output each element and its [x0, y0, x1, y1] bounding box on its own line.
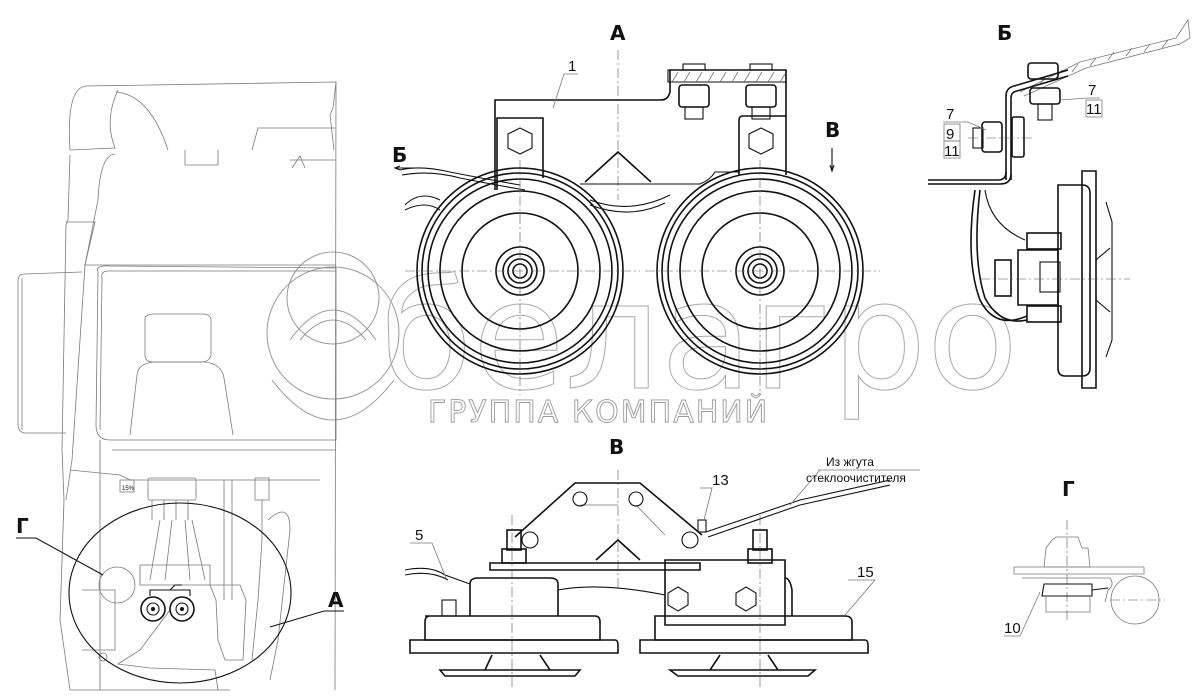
view-a-title: А [610, 21, 626, 45]
connector-block [147, 477, 197, 501]
cab-marking: 15% [122, 486, 135, 492]
view-b-arrow-icon [393, 165, 420, 171]
view-b-title: Б [997, 21, 1012, 45]
nut-icon [1029, 87, 1061, 105]
horn-right [645, 160, 880, 395]
horn-bottom-left [409, 577, 619, 677]
callout-11: 11 [944, 143, 960, 160]
detail-g-circle [98, 566, 136, 604]
horn-bottom-right [639, 577, 869, 677]
callout-9: 9 [946, 126, 954, 143]
horn-side [980, 170, 1130, 389]
horn-pair-small-icon [140, 584, 195, 622]
view-g-title: Г [1062, 477, 1075, 501]
hex-nut-icon [735, 586, 757, 612]
cab-overview: 15% Г А [16, 81, 344, 691]
horn-left [405, 160, 640, 395]
leader-g [16, 537, 104, 576]
bolt-icon [745, 63, 777, 120]
harness-note-line2: стеклоочистителя [806, 471, 906, 485]
marker-b-label: Б [392, 143, 407, 167]
marker-a-label: А [328, 588, 344, 612]
callout-10: 10 [1004, 620, 1021, 637]
marker-g-label: Г [16, 514, 29, 538]
view-b: Б 7 [928, 18, 1191, 389]
detail-a-ellipse [68, 502, 292, 684]
callout-5: 5 [415, 527, 423, 544]
watermark-logo-icon [266, 251, 400, 421]
watermark-tagline: ГРУППА КОМПАНИЙ [428, 394, 769, 430]
bolt-icon [678, 63, 710, 120]
leader-a [269, 610, 344, 628]
nut-icon [1027, 62, 1059, 80]
harness-note-line1: Из жгута [826, 455, 874, 469]
callout-13: 13 [712, 472, 729, 489]
callout-7b: 7 [1088, 82, 1096, 99]
nut-icon [981, 121, 1003, 153]
callout-11b: 11 [1086, 101, 1102, 118]
callout-1: 1 [568, 58, 576, 75]
watermark: белагро ГРУППА КОМПАНИЙ [266, 250, 1019, 430]
hex-nut-icon [667, 586, 689, 612]
callout-frame [943, 140, 961, 159]
marker-v-label: В [825, 118, 840, 142]
view-v: В [404, 435, 920, 690]
callout-7: 7 [946, 106, 954, 123]
view-v-arrow-icon [829, 148, 835, 173]
watermark-brand: белагро [380, 250, 1018, 424]
hex-nut-icon [507, 127, 533, 155]
callout-frame [1085, 99, 1103, 118]
hex-nut-icon [748, 127, 774, 155]
view-a: А [392, 21, 880, 395]
view-g: Г 10 [1004, 477, 1165, 637]
callout-15: 15 [857, 564, 874, 581]
view-v-title: В [609, 435, 624, 459]
relay [254, 477, 270, 501]
